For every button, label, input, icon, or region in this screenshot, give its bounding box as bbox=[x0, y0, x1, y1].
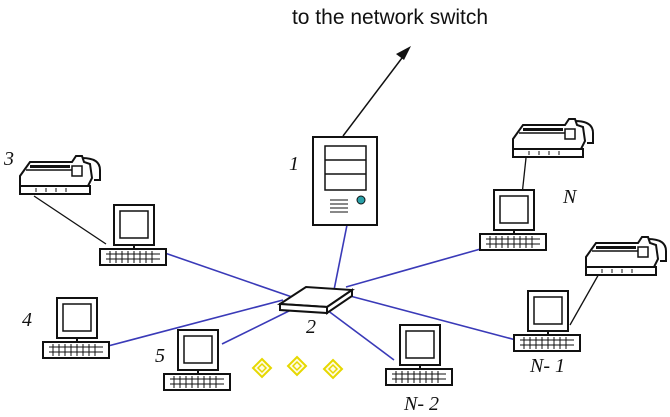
label-pc-bottom-left: 5 bbox=[155, 345, 165, 367]
label-printer-right-top: N bbox=[562, 186, 578, 208]
network-links bbox=[107, 224, 517, 361]
link-server bbox=[333, 224, 348, 291]
computer-icon bbox=[513, 290, 581, 352]
link-pc-n2 bbox=[326, 309, 395, 361]
computer-icon bbox=[385, 324, 453, 386]
link-pc-5 bbox=[221, 307, 296, 345]
server-icon bbox=[312, 136, 378, 226]
link-pc-4 bbox=[107, 299, 284, 347]
uplink-caption: to the network switch bbox=[291, 6, 489, 29]
label-printer-left: 3 bbox=[3, 148, 14, 170]
computer-icon bbox=[99, 204, 167, 266]
uplink-arrow bbox=[342, 46, 411, 137]
label-pc-bottom-right: N- 2 bbox=[403, 393, 439, 415]
computer-icon bbox=[163, 329, 231, 391]
link-pc-n bbox=[345, 247, 485, 288]
printer-icon bbox=[19, 155, 101, 195]
computer-icon bbox=[42, 297, 110, 359]
ellipsis-dots bbox=[252, 356, 343, 379]
printer-icon bbox=[585, 236, 667, 276]
link-pc-n1 bbox=[349, 295, 517, 341]
label-pc-right-bottom: N- 1 bbox=[529, 355, 565, 377]
printer-cables bbox=[33, 157, 601, 326]
label-server: 1 bbox=[289, 153, 299, 175]
label-pc-left-middle: 4 bbox=[22, 309, 32, 331]
label-switch: 2 bbox=[306, 316, 316, 338]
switch-icon bbox=[276, 285, 355, 315]
computer-icon bbox=[479, 189, 547, 251]
link-pc-3 bbox=[161, 251, 293, 298]
printer-icon bbox=[512, 118, 594, 158]
